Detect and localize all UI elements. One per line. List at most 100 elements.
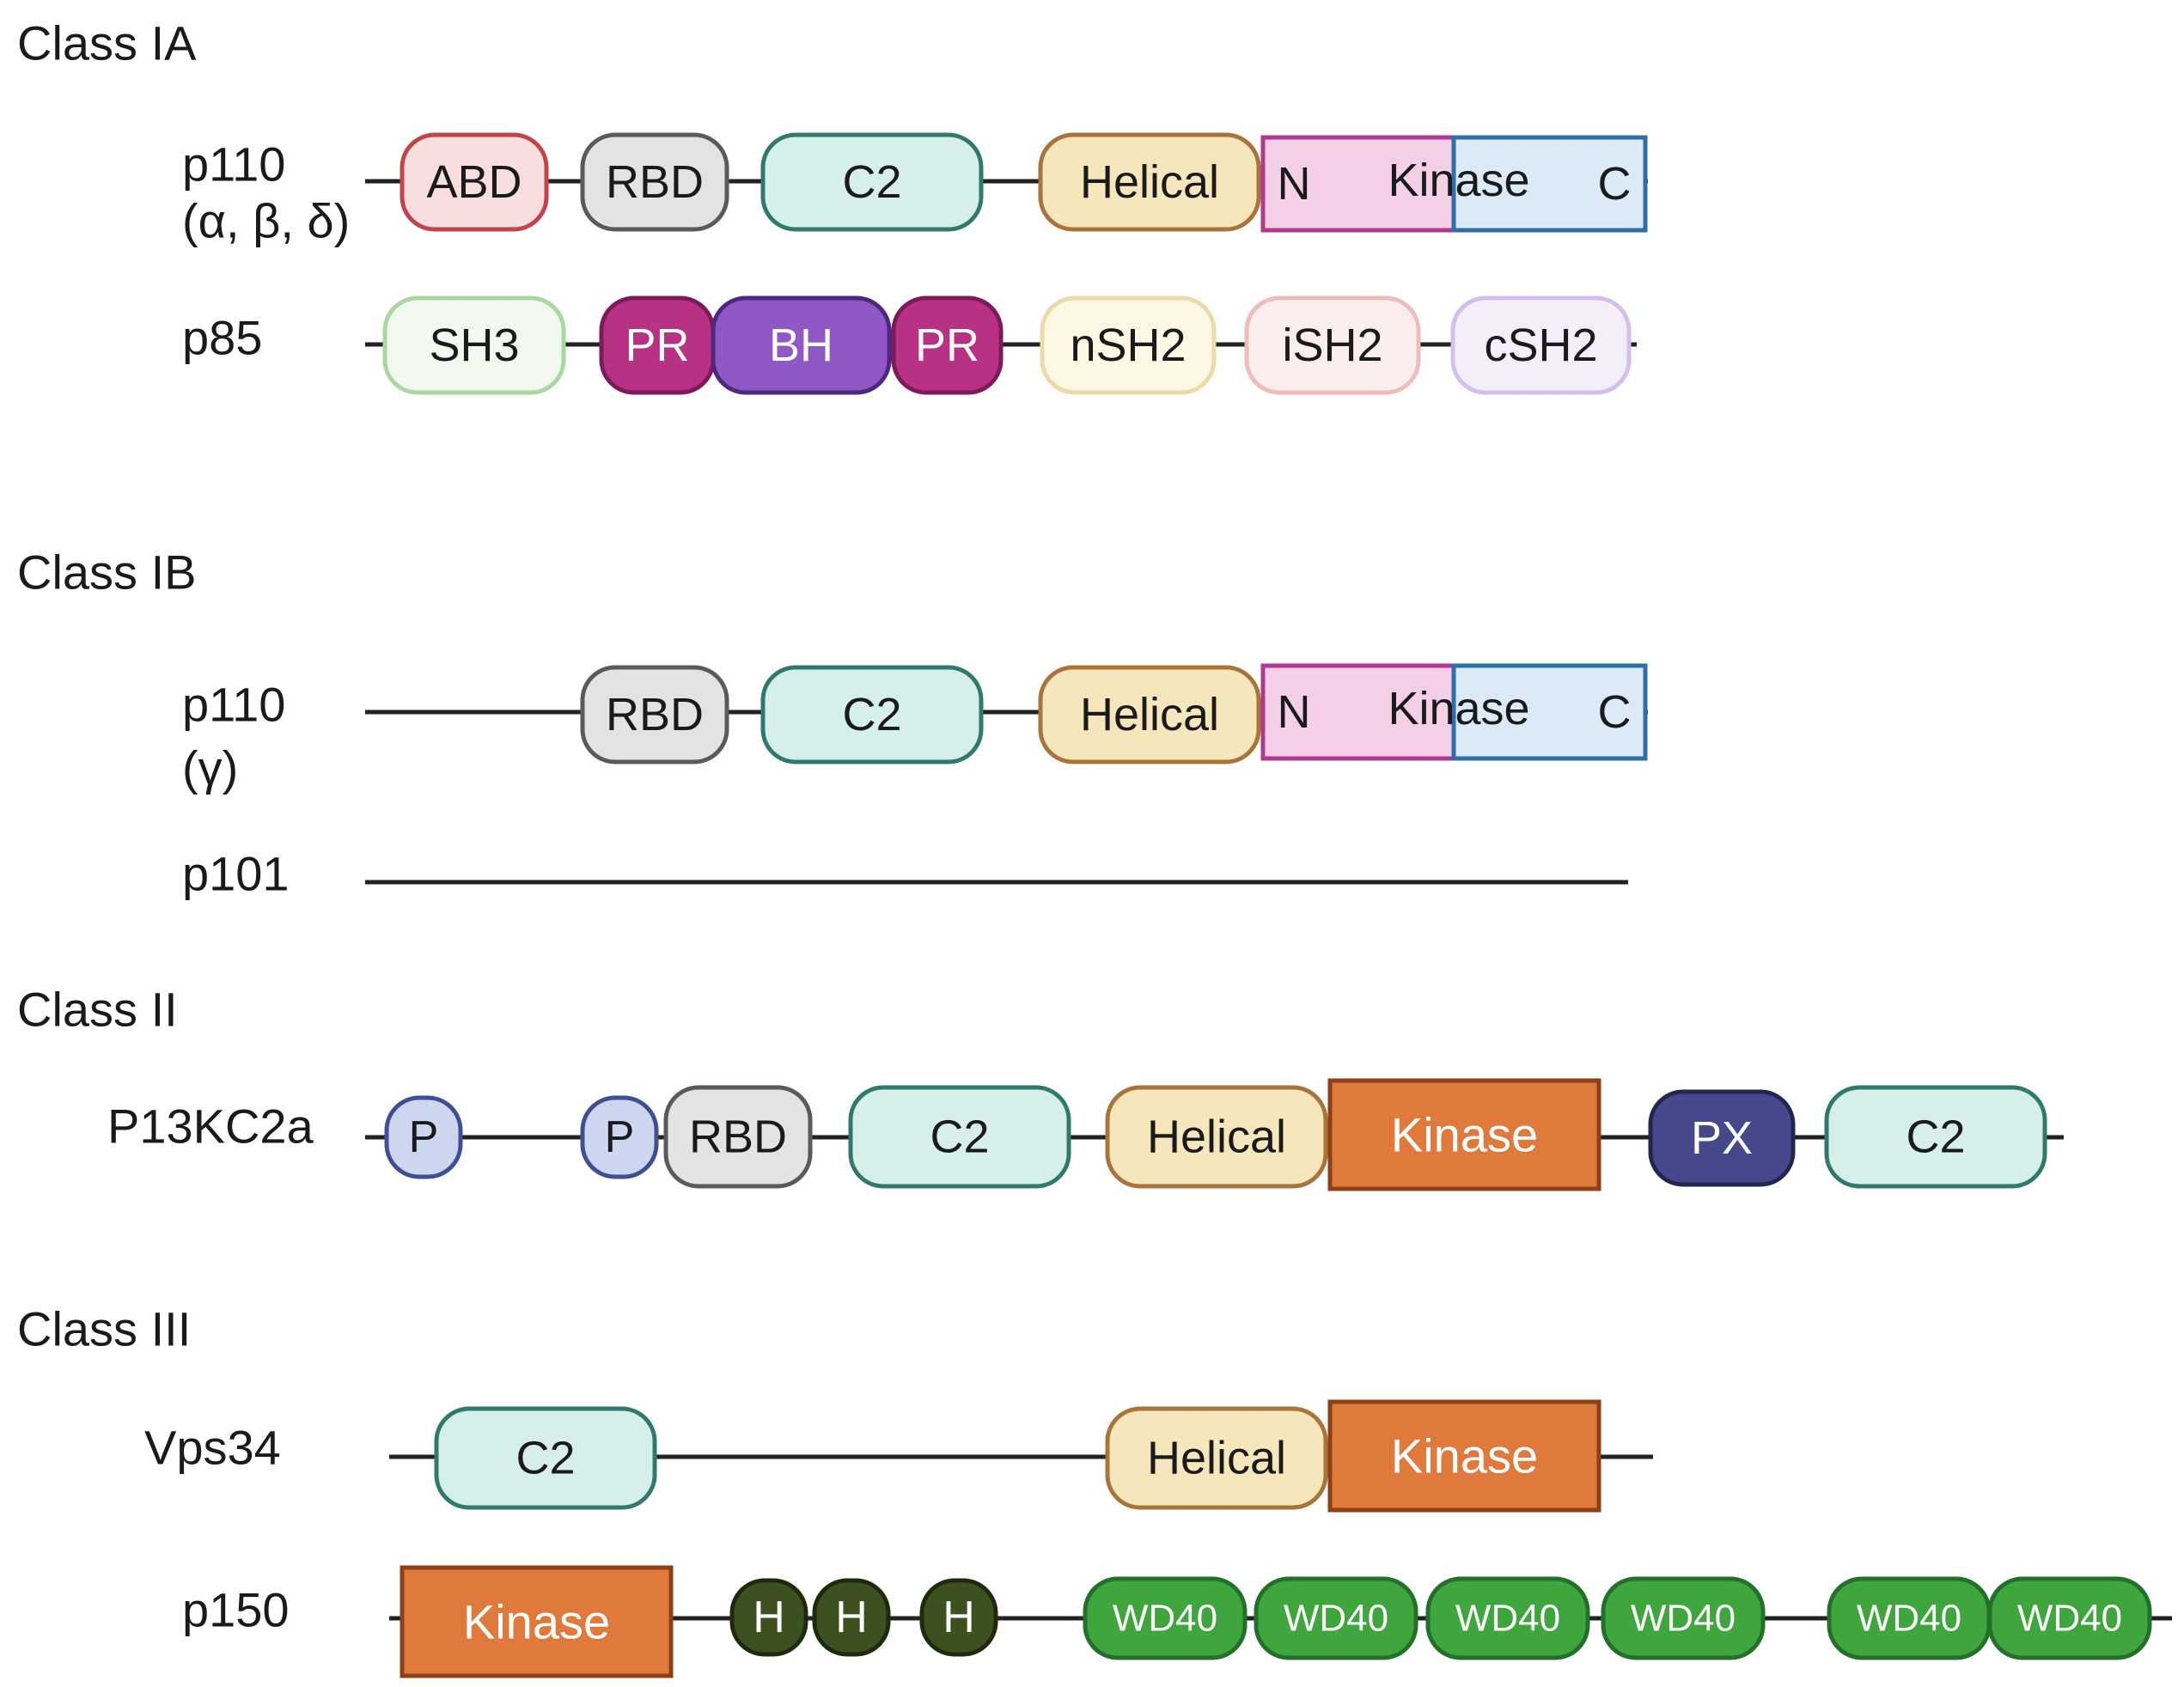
protein-label: (α, β, δ) [182,194,350,248]
domain-label: WD40 [1631,1598,1736,1640]
domain-helical: Helical [1105,1406,1328,1510]
domain-box [760,132,984,232]
domain-label: C2 [1906,1111,1965,1163]
domain-label: nSH2 [1070,320,1186,371]
domain-box [1601,1576,1766,1660]
domain-wd40: WD40 [1083,1576,1248,1660]
domain-label: H [943,1593,975,1642]
domain-box [729,1578,808,1657]
domain-box [580,132,729,232]
domain-p: P [384,1095,463,1179]
domain-kinase: Kinase [1327,1078,1601,1191]
domain-sh3: SH3 [382,295,566,395]
domain-label: cSH2 [1484,320,1597,371]
domain-pr: PR [891,295,1004,395]
domain-box [1648,1089,1796,1187]
domain-box [1083,1576,1248,1660]
domain-label: iSH2 [1282,320,1382,371]
class-class-ii-group: Class II P13KC2a P P RBD C2 Helical Kinase PX C2 [17,983,2064,1191]
domain-label: RBD [606,156,704,208]
domain-ish2: iSH2 [1244,295,1421,395]
kinase-label: Kinase [1388,155,1529,206]
domain-c2: C2 [848,1085,1071,1189]
domain-box [1244,295,1421,395]
protein-label: p85 [182,311,262,365]
protein-label: P13KC2a [107,1099,314,1154]
class-title: Class III [17,1302,191,1356]
protein-vps34-row: Vps34 C2 Helical Kinase [144,1399,1653,1513]
domain-label: WD40 [1113,1598,1217,1640]
domain-box [919,1578,998,1657]
domain-box [1038,132,1261,232]
domain-label: Kinase [1391,1108,1538,1162]
domain-h: H [812,1578,891,1657]
domain-wd40: WD40 [1987,1576,2152,1660]
domain-box [760,665,984,764]
kinase-c-label: C [1598,686,1632,738]
domain-label: P [605,1112,635,1162]
domain-label: PX [1691,1112,1753,1164]
domain-box [1987,1576,2152,1660]
domain-kinase: Kinase [400,1565,674,1678]
domain-box [400,132,549,232]
domain-box [434,1406,657,1510]
class-title: Class IB [17,545,197,600]
domain-c2: C2 [760,132,984,232]
protein-label: Vps34 [144,1421,281,1475]
domain-box [580,665,729,764]
domain-label: H [753,1593,785,1642]
domain-label: H [835,1593,868,1642]
domain-box [580,1095,659,1179]
domain-wd40: WD40 [1601,1576,1766,1660]
domain-h: H [729,1578,808,1657]
domain-box [400,1565,674,1678]
domain-rbd: RBD [580,665,729,764]
kinase-c-lobe [1451,135,1648,233]
domain-helical: Helical [1105,1085,1328,1189]
domain-c2: C2 [434,1406,657,1510]
domain-helical: Helical [1038,132,1261,232]
domain-nsh2: nSH2 [1040,295,1217,395]
domain-label: RBD [689,1111,787,1163]
kinase-label: Kinase [1388,683,1529,734]
class-class-ia-group: Class IA p110(α, β, δ) ABD RBD C2 Helical N Kin… [17,16,1648,395]
domain-box [1105,1085,1328,1189]
domain-label: PR [625,320,689,371]
protein-p101-row: p101 [182,847,1628,901]
domain-label: ABD [426,156,522,208]
domain-label: Kinase [1391,1429,1538,1483]
domain-label: SH3 [429,320,519,371]
protein-label: p101 [182,847,290,901]
class-title: Class II [17,983,178,1037]
domain-label: WD40 [1857,1598,1961,1640]
domain-kinase: Kinase [1327,1399,1601,1513]
domain-label: C2 [930,1111,989,1163]
domain-box [1105,1406,1328,1510]
protein-label: (γ) [182,741,238,795]
domain-label: PR [915,320,979,371]
class-title: Class IA [17,16,197,70]
domain-box [1425,1576,1590,1660]
domain-h: H [919,1578,998,1657]
domain-box [848,1085,1071,1189]
domain-helical: Helical [1038,665,1261,764]
domain-label: RBD [606,689,704,740]
domain-label: C2 [842,689,901,740]
kinase-n-lobe [1260,663,1456,761]
domain-label: C2 [842,156,901,208]
kinase-n-label: N [1278,158,1311,210]
domain-abd: ABD [400,132,549,232]
protein-label: p110 [182,137,285,192]
domain-box [1824,1085,2047,1189]
domain-label: Helical [1147,1433,1286,1484]
domain-pr: PR [599,295,716,395]
domain-rbd: RBD [663,1085,813,1189]
domain-box [1040,295,1217,395]
